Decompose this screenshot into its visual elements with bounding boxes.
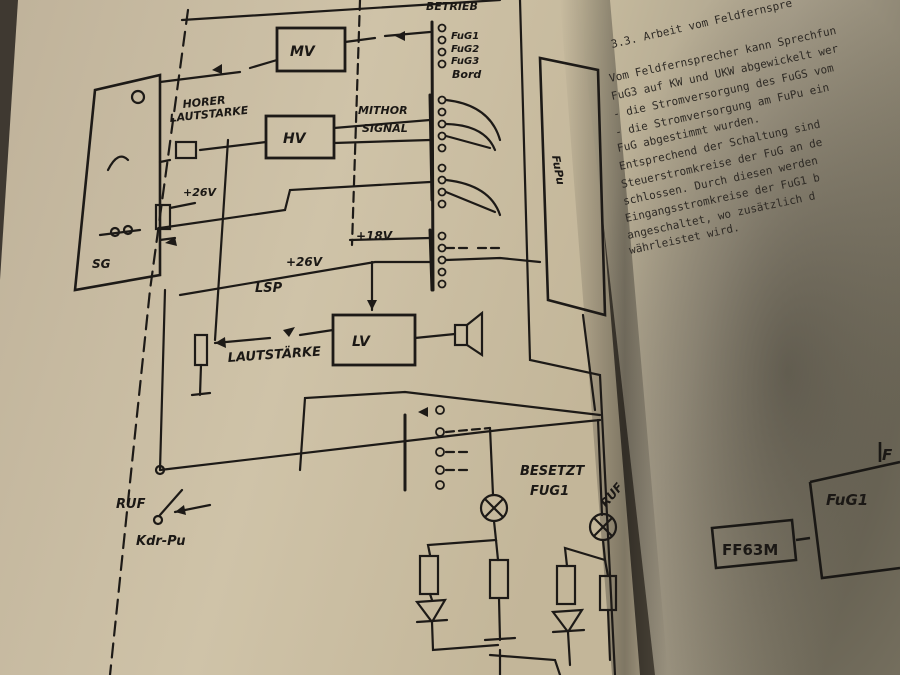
corner-letter: F: [882, 446, 893, 464]
label-fupu: FuPu: [549, 154, 567, 186]
box-fug1-label: FuG1: [826, 491, 868, 509]
label-mv: MV: [290, 44, 316, 60]
label-fug1: FuG1: [451, 31, 479, 42]
label-signal: SIGNAL: [362, 122, 408, 135]
label-lautstarke-bottom: LAUTSTÄRKE: [227, 344, 321, 366]
label-plus18: +18V: [356, 229, 394, 243]
label-lv: LV: [352, 334, 371, 350]
circuit-schematic: [73, 0, 618, 675]
label-besetzt: BESETZT: [520, 464, 585, 479]
right-block-diagram: [710, 442, 900, 580]
label-mithor: MITHOR: [358, 104, 408, 117]
label-besetzt-fug1: FUG1: [530, 484, 569, 499]
label-sg: SG: [92, 257, 111, 271]
label-kdr-pu: Kdr-Pu: [136, 534, 186, 549]
label-lsp: LSP: [255, 281, 283, 296]
label-plus26-top: +26V: [183, 186, 218, 199]
label-fug2: FuG2: [451, 44, 479, 55]
left-page: [0, 0, 640, 675]
label-fug3: FuG3: [451, 56, 479, 67]
label-betrieb: BETRIEB: [426, 0, 478, 13]
label-ruf-left: RUF: [116, 497, 146, 512]
box-ff63m-label: FF63M: [722, 541, 778, 559]
label-plus26-mid: +26V: [286, 255, 324, 269]
label-hv: HV: [283, 131, 307, 147]
label-horer: HORER: [182, 94, 226, 111]
label-bord: Bord: [452, 68, 481, 81]
